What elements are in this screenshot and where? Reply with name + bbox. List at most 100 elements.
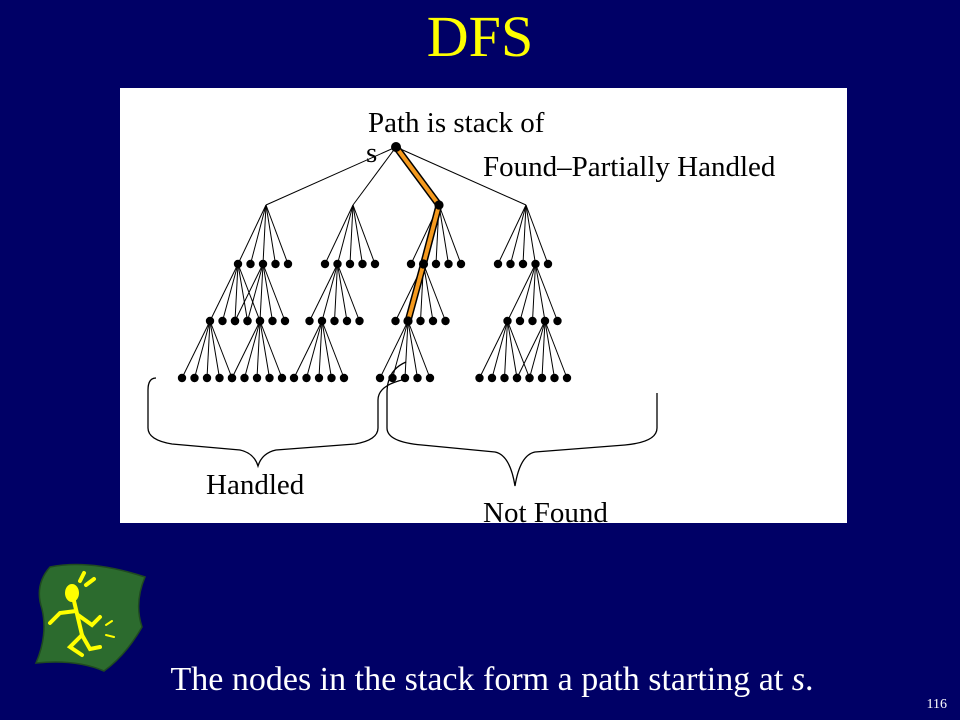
tree-node — [314, 373, 324, 383]
tree-edge — [209, 263, 239, 322]
tree-edge — [237, 204, 267, 265]
tree-node — [268, 316, 277, 326]
tree-edge — [194, 320, 211, 379]
tree-edge — [352, 146, 397, 206]
tree-edge — [522, 204, 527, 265]
tree-node — [528, 316, 537, 326]
caption-text: The nodes in the stack form a path start… — [170, 661, 792, 698]
tree-node — [358, 259, 367, 269]
tree-edge — [529, 320, 546, 379]
tree-node — [512, 373, 522, 383]
tree-node — [190, 373, 199, 383]
tree-node — [370, 259, 380, 269]
tree-edge — [321, 320, 345, 379]
stack-path-edge — [406, 263, 426, 322]
tree-node — [375, 373, 385, 383]
tree-node — [177, 373, 187, 383]
tree-node — [428, 316, 438, 326]
tree-node — [252, 373, 262, 383]
tree-node — [202, 373, 212, 383]
tree-edge — [259, 263, 264, 322]
tree-edge — [209, 320, 233, 379]
tree-node — [305, 316, 314, 326]
tree-edge — [535, 263, 558, 322]
source-node-label: s — [366, 137, 378, 169]
caption: The nodes in the stack form a path start… — [0, 660, 960, 700]
tree-edge — [516, 320, 546, 379]
tree-node — [265, 373, 274, 383]
stack-path-node — [418, 259, 429, 269]
tree-edge — [423, 263, 446, 322]
tree-node — [342, 316, 352, 326]
slide-title: DFS — [426, 4, 534, 69]
tree-node — [518, 259, 528, 269]
tree-edge — [234, 263, 264, 322]
tree-edge — [244, 320, 261, 379]
tree-node — [550, 373, 559, 383]
tree-node — [500, 373, 509, 383]
tree-node — [320, 259, 330, 269]
tree-edge — [535, 263, 546, 322]
tree-node — [506, 259, 515, 269]
tree-edge — [438, 204, 449, 265]
tree-node — [562, 373, 572, 383]
tree-edge — [507, 320, 530, 379]
tree-edge — [544, 320, 568, 379]
tree-edge — [265, 146, 397, 206]
tree-edge — [293, 320, 323, 379]
tree-edge — [256, 320, 261, 379]
tree-edge — [259, 320, 283, 379]
tree-node — [215, 373, 224, 383]
tree-edge — [352, 204, 363, 265]
tree-edge — [379, 320, 409, 379]
tree-node — [391, 316, 400, 326]
tree-nodes — [177, 142, 572, 383]
tree-edge — [507, 263, 536, 322]
tree-node — [441, 316, 450, 326]
tree-node — [487, 373, 497, 383]
stack-path-edge — [421, 204, 441, 265]
tree-edge — [321, 320, 332, 379]
tree-edge — [309, 263, 338, 322]
handled-brace — [147, 377, 403, 469]
tree-edge — [337, 204, 354, 265]
tree-edge — [234, 263, 239, 322]
tree-node — [243, 316, 252, 326]
tree-node — [302, 373, 311, 383]
tree-node — [240, 373, 249, 383]
tree-node — [277, 373, 287, 383]
tree-node — [456, 259, 466, 269]
tree-node — [425, 373, 435, 383]
tree-node — [327, 373, 336, 383]
tree-node — [537, 373, 547, 383]
tree-edge — [532, 263, 536, 322]
tree-node — [271, 259, 280, 269]
path-label: Path is stack of — [368, 107, 545, 139]
caption-source-letter: s — [791, 661, 805, 698]
tree-edge — [479, 320, 508, 379]
not-found-brace — [386, 361, 658, 487]
tree-node — [330, 316, 339, 326]
tree-edge — [352, 204, 376, 265]
tree-edge — [504, 320, 508, 379]
tree-edge — [206, 320, 211, 379]
tree-edge — [404, 320, 409, 379]
tree-edge — [519, 263, 536, 322]
tree-node — [230, 316, 240, 326]
frog-on-green-leaf-icon — [34, 563, 147, 672]
page-number: 116 — [926, 697, 947, 712]
tree-node — [246, 259, 255, 269]
stack-path-edge — [394, 145, 441, 207]
tree-node — [317, 316, 327, 326]
leaf-shape — [34, 563, 147, 672]
tree-node — [258, 259, 268, 269]
dfs-tree-figure: Path is stack of s Found–Partially Handl… — [120, 88, 847, 528]
tree-edge — [222, 263, 239, 322]
tree-edge — [334, 263, 338, 322]
tree-edge — [337, 263, 348, 322]
tree-node — [345, 259, 355, 269]
tree-node — [503, 316, 512, 326]
tree-edge — [525, 204, 536, 265]
tree-edge — [544, 320, 555, 379]
tree-node — [205, 316, 215, 326]
